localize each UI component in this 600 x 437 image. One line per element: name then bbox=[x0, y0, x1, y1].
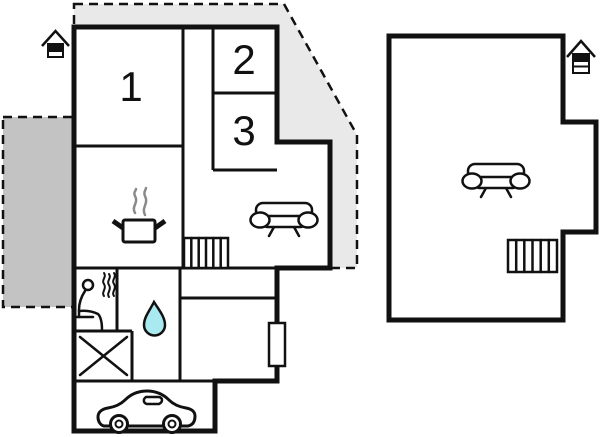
interior-walls bbox=[74, 27, 277, 383]
stairs-icon-ground-floor bbox=[182, 236, 230, 270]
stairs-icon-upper-floor bbox=[506, 238, 559, 274]
sofa-icon bbox=[461, 162, 531, 199]
car-icon bbox=[96, 389, 197, 434]
crossed-box-icon bbox=[78, 335, 129, 377]
sofa-icon bbox=[249, 201, 319, 238]
sauna-person-icon bbox=[72, 272, 116, 332]
room-label-2: 2 bbox=[232, 36, 255, 83]
patio-outline bbox=[1, 115, 76, 309]
room-label-3: 3 bbox=[232, 107, 255, 154]
radiator-icon bbox=[267, 321, 287, 368]
north-marker-icon bbox=[41, 29, 70, 58]
north-marker-icon bbox=[566, 39, 596, 74]
room-label-1: 1 bbox=[119, 63, 142, 110]
steam-icon bbox=[132, 186, 148, 217]
cooking-pot-icon bbox=[111, 186, 167, 244]
water-drop-icon bbox=[142, 299, 167, 337]
